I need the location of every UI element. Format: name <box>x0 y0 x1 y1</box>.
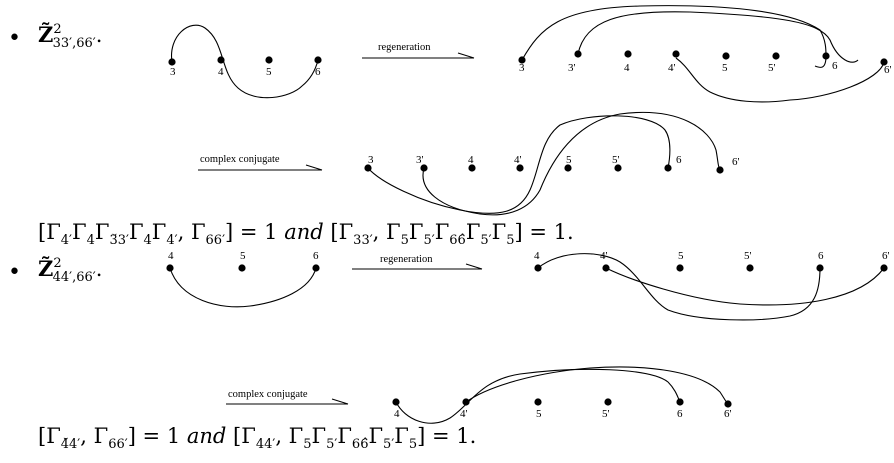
d12-label-7: 6' <box>884 64 892 76</box>
d23-label-5: 6' <box>724 408 732 420</box>
d22-label-3: 5' <box>744 250 752 262</box>
d23-label-4: 6 <box>677 408 683 420</box>
d12-label-6: 6 <box>832 60 838 72</box>
d11-label-3: 6 <box>315 66 321 78</box>
d13-label-5: 5' <box>612 154 620 166</box>
d22-label-2: 5 <box>678 250 684 262</box>
d21-label-0: 4 <box>168 250 174 262</box>
diagram-2-2-points <box>534 264 888 272</box>
d13-label-2: 4 <box>468 154 474 166</box>
bullet-1: • <box>8 26 21 51</box>
d12-label-2: 4 <box>624 62 630 74</box>
diagram-2-1-points <box>166 264 320 272</box>
d13-label-4: 5 <box>566 154 572 166</box>
d23-label-2: 5 <box>536 408 542 420</box>
d23-label-1: 4' <box>460 408 468 420</box>
d12-label-1: 3' <box>568 62 576 74</box>
arrow-2-2-label: complex conjugate <box>228 389 308 400</box>
arrow-2-1-label: regeneration <box>380 254 433 265</box>
arrow-2-2 <box>226 398 349 405</box>
d22-label-1: 4' <box>600 250 608 262</box>
diagram-2-2 <box>537 253 885 321</box>
d13-label-3: 4' <box>514 154 522 166</box>
relation-1: [Γ4′Γ4Γ3̆3′Γ4Γ4′, Γ66′] = 1 and [Γ33′, Γ… <box>38 220 574 248</box>
d21-label-2: 6 <box>313 250 319 262</box>
diagram-2-1 <box>169 267 317 308</box>
d22-label-5: 6' <box>882 250 890 262</box>
section-1-symbol: Z̃233′,66′. <box>38 22 103 51</box>
arrow-1-1-label: regeneration <box>378 42 431 53</box>
d23-label-3: 5' <box>602 408 610 420</box>
d13-label-7: 6' <box>732 156 740 168</box>
d13-label-0: 3 <box>368 154 374 166</box>
d11-label-0: 3 <box>170 66 176 78</box>
d22-label-4: 6 <box>818 250 824 262</box>
bullet-2: • <box>8 260 21 285</box>
section-2-symbol: Z̃244′,66′. <box>38 256 103 285</box>
d13-label-6: 6 <box>676 154 682 166</box>
arrow-1-2 <box>198 164 323 171</box>
arrow-2-1 <box>352 263 483 270</box>
d21-label-1: 5 <box>240 250 246 262</box>
arrow-1-1 <box>362 52 475 59</box>
diagram-1-3 <box>367 112 721 216</box>
diagram-1-1 <box>171 24 319 99</box>
d12-label-5: 5' <box>768 62 776 74</box>
d11-label-1: 4 <box>218 66 224 78</box>
diagram-2-3-points <box>392 398 732 408</box>
diagram-1-3-points <box>364 164 724 174</box>
d22-label-0: 4 <box>534 250 540 262</box>
d12-label-3: 4' <box>668 62 676 74</box>
d12-label-4: 5 <box>722 62 728 74</box>
d23-label-0: 4 <box>394 408 400 420</box>
diagram-1-2 <box>521 5 885 103</box>
diagram-1-2-points <box>518 50 888 66</box>
diagram-1-1-points <box>168 56 322 66</box>
d13-label-1: 3' <box>416 154 424 166</box>
diagram-2-3 <box>395 366 729 424</box>
d12-label-0: 3 <box>519 62 525 74</box>
d11-label-2: 5 <box>266 66 272 78</box>
arrow-1-2-label: complex conjugate <box>200 154 280 165</box>
relation-2: [Γ4̆4′, Γ66′] = 1 and [Γ44′, Γ5Γ5′Γ66̂Γ5… <box>38 424 477 452</box>
